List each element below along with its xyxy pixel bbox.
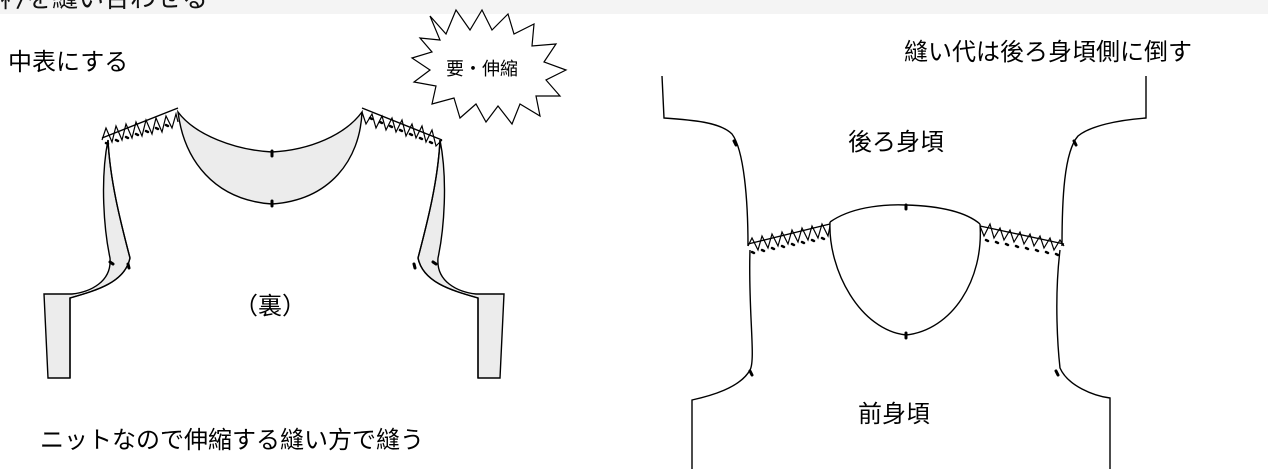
right-title: 縫い代は後ろ身頃側に倒す: [904, 38, 1192, 66]
back-left-edge: [661, 75, 749, 247]
left-title: 中表にする: [8, 48, 129, 76]
front-right-edge: [1056, 249, 1111, 469]
left-notches: [108, 149, 438, 270]
right-figure-stitch-dots: [750, 236, 1060, 257]
back-body-label: 後ろ身頃: [848, 128, 944, 156]
burst-shape: [410, 8, 568, 126]
neck-facing: [176, 109, 363, 205]
burst-label: 要・伸縮: [446, 59, 518, 80]
left-garment: [43, 107, 505, 379]
right-right-shoulder-zigzag: [979, 222, 1065, 252]
right-left-shoulder-zigzag: [747, 222, 831, 252]
right-notches: [732, 139, 1078, 377]
front-left-edge: [691, 249, 753, 469]
body-outline: [69, 139, 131, 378]
stitch-dots: [104, 116, 434, 146]
cropped-heading-text: 衿を縫い合わせる: [0, 0, 208, 14]
back-right-edge: [1061, 76, 1147, 247]
center-label: （裏）: [234, 292, 306, 320]
bottom-note: ニットなので伸縮する縫い方で縫う: [40, 426, 424, 454]
front-neck: [829, 221, 981, 336]
cropped-heading-band: 衿を縫い合わせる: [0, 0, 1268, 14]
right-armhole-facing: [417, 139, 505, 379]
front-body-label: 前身頃: [858, 400, 930, 428]
left-armhole-facing: [43, 139, 131, 379]
right-shoulder-zigzag: [361, 111, 443, 148]
left-shoulder-zigzag: [101, 111, 179, 144]
